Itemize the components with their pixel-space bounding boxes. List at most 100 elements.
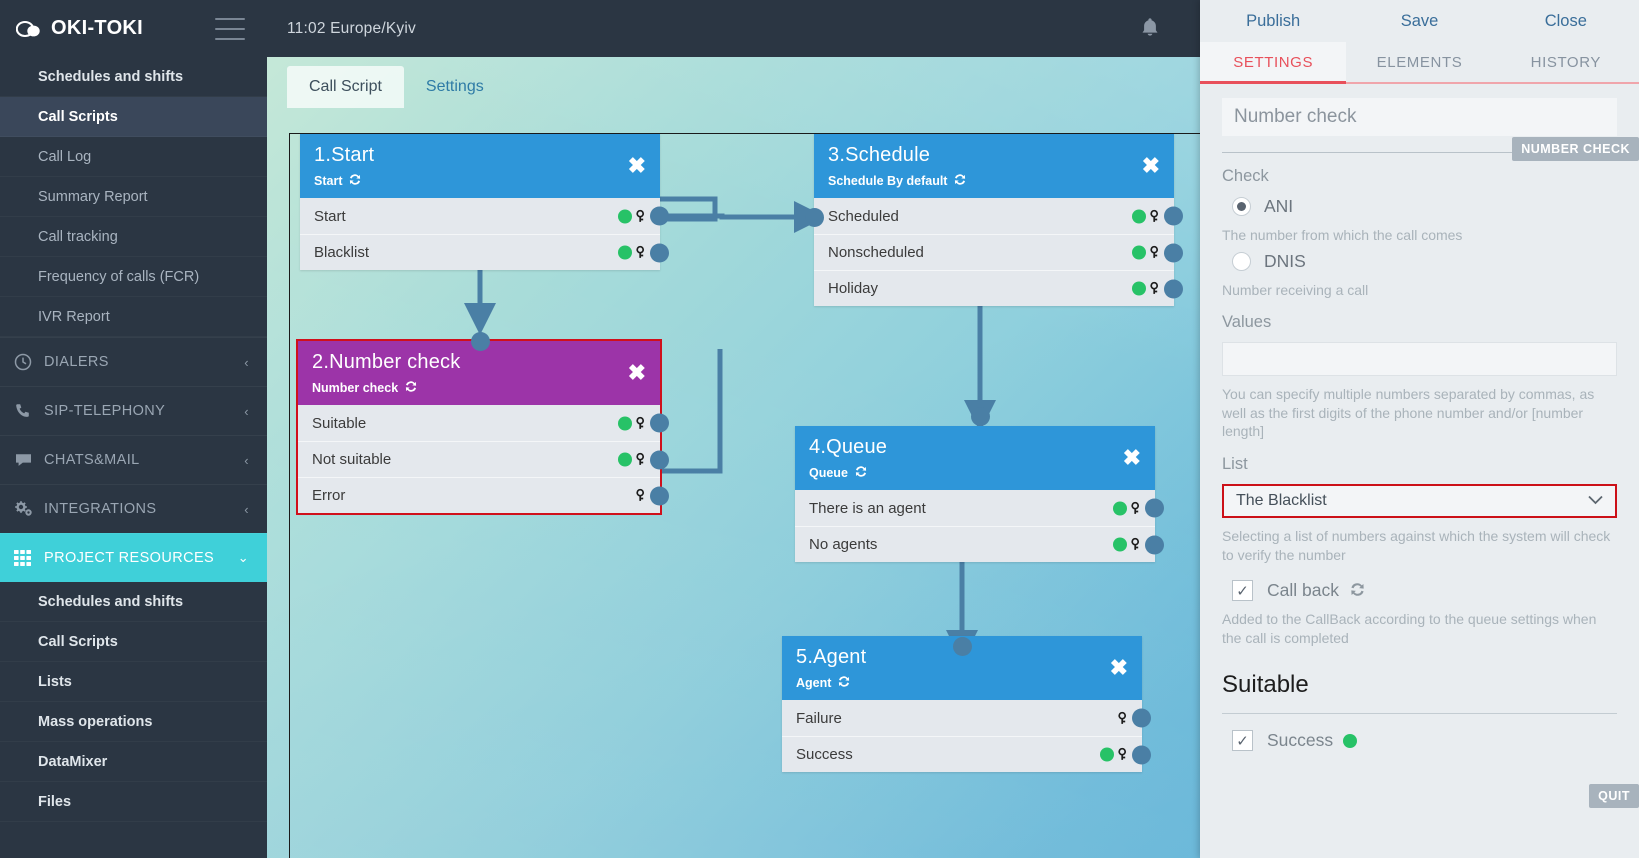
sidebar-group-integrations[interactable]: INTEGRATIONS‹ — [0, 484, 267, 533]
node-row[interactable]: No agents — [795, 526, 1164, 562]
output-port[interactable] — [1132, 745, 1151, 765]
sidebar-item-datamixer[interactable]: DataMixer — [0, 742, 267, 782]
sidebar-item-schedules-and-shifts[interactable]: Schedules and shifts — [0, 582, 267, 622]
values-input[interactable] — [1222, 342, 1617, 377]
panel-tab-history[interactable]: HISTORY — [1530, 53, 1601, 71]
sidebar-group-dialers[interactable]: DIALERS‹ — [0, 337, 267, 386]
output-port[interactable] — [1145, 498, 1164, 518]
sidebar-item-frequency-of-calls-fcr[interactable]: Frequency of calls (FCR) — [0, 257, 267, 297]
element-title-input[interactable] — [1222, 98, 1617, 136]
key-icon[interactable] — [1117, 711, 1129, 725]
key-icon[interactable] — [635, 246, 647, 260]
sidebar-item-call-log[interactable]: Call Log — [0, 137, 267, 177]
input-port-number-check[interactable] — [471, 332, 490, 351]
output-port[interactable] — [1164, 206, 1183, 226]
sidebar-group-project-resources[interactable]: PROJECT RESOURCES⌄ — [0, 533, 267, 582]
close-icon[interactable]: ✖ — [627, 360, 646, 386]
sidebar-item-call-scripts[interactable]: Call Scripts — [0, 97, 267, 137]
output-port[interactable] — [1132, 708, 1151, 728]
input-port-queue[interactable] — [971, 407, 990, 426]
chevron-down-icon[interactable]: ⌄ — [237, 550, 249, 565]
node-row[interactable]: Suitable — [298, 405, 669, 441]
input-port-schedule[interactable] — [805, 208, 824, 227]
radio-dnis-indicator[interactable] — [1232, 251, 1251, 271]
close-button[interactable]: Close — [1544, 11, 1587, 30]
key-icon[interactable] — [1149, 282, 1161, 296]
key-icon[interactable] — [635, 209, 647, 223]
sidebar-item-schedules-and-shifts[interactable]: Schedules and shifts — [0, 57, 267, 97]
panel-tab-settings[interactable]: SETTINGS — [1200, 42, 1347, 84]
node-row[interactable]: There is an agent — [795, 490, 1164, 526]
chevron-left-icon[interactable]: ‹ — [244, 452, 249, 468]
callback-checkbox[interactable]: ✓ — [1232, 580, 1253, 602]
node-row[interactable]: Failure — [782, 700, 1151, 736]
node-row[interactable]: Blacklist — [300, 234, 669, 270]
key-icon[interactable] — [1149, 209, 1161, 223]
sidebar-item-ivr-report[interactable]: IVR Report — [0, 297, 267, 337]
output-port[interactable] — [650, 413, 669, 433]
sidebar-item-lists[interactable]: Lists — [0, 662, 267, 702]
key-icon[interactable] — [1117, 748, 1129, 762]
close-icon[interactable]: ✖ — [1109, 655, 1128, 681]
save-button[interactable]: Save — [1400, 11, 1439, 30]
callback-row[interactable]: ✓ Call back — [1232, 580, 1617, 602]
sidebar-item-call-tracking[interactable]: Call tracking — [0, 217, 267, 257]
sidebar-group-sip-telephony[interactable]: SIP-TELEPHONY‹ — [0, 386, 267, 435]
chevron-left-icon[interactable]: ‹ — [244, 403, 249, 419]
chevron-left-icon[interactable]: ‹ — [244, 354, 249, 370]
sidebar-item-summary-report[interactable]: Summary Report — [0, 177, 267, 217]
publish-button[interactable]: Publish — [1246, 11, 1301, 30]
key-icon[interactable] — [635, 489, 647, 503]
radio-option-ani[interactable]: ANI — [1232, 196, 1617, 217]
notification-bell-icon[interactable] — [1139, 16, 1161, 45]
output-port[interactable] — [1164, 243, 1183, 263]
close-icon[interactable]: ✖ — [1141, 153, 1160, 179]
success-checkbox[interactable]: ✓ — [1232, 730, 1253, 752]
close-icon[interactable]: ✖ — [1122, 445, 1141, 471]
hamburger-icon[interactable] — [215, 18, 245, 40]
sidebar-item-files[interactable]: Files — [0, 782, 267, 822]
tab-settings[interactable]: Settings — [425, 78, 484, 95]
chevron-left-icon[interactable]: ‹ — [244, 501, 249, 517]
key-icon[interactable] — [1130, 538, 1142, 552]
node-row[interactable]: Start — [300, 198, 669, 234]
tab-call-script[interactable]: Call Script — [287, 66, 404, 108]
node-row[interactable]: Not suitable — [298, 441, 669, 477]
output-port[interactable] — [650, 243, 669, 263]
close-icon[interactable]: ✖ — [627, 153, 646, 179]
node-row[interactable]: Scheduled — [814, 198, 1183, 234]
list-select[interactable]: The Blacklist — [1222, 484, 1617, 519]
sidebar-group-chats-mail[interactable]: CHATS&MAIL‹ — [0, 435, 267, 484]
radio-option-dnis[interactable]: DNIS — [1232, 251, 1617, 272]
sidebar-item-call-scripts[interactable]: Call Scripts — [0, 622, 267, 662]
input-port-agent[interactable] — [953, 637, 972, 656]
key-icon[interactable] — [1130, 501, 1142, 515]
output-port[interactable] — [650, 450, 669, 470]
output-port[interactable] — [650, 206, 669, 226]
key-icon[interactable] — [635, 416, 647, 430]
node-row[interactable]: Error — [298, 477, 669, 513]
brand[interactable]: OKI-TOKI — [0, 0, 267, 57]
success-row[interactable]: ✓ Success — [1232, 730, 1617, 752]
key-icon[interactable] — [635, 453, 647, 467]
node-row[interactable]: Holiday — [814, 270, 1183, 306]
radio-ani-indicator[interactable] — [1232, 197, 1251, 216]
panel-tab-elements[interactable]: ELEMENTS — [1376, 53, 1463, 71]
sidebar-item-mass-operations[interactable]: Mass operations — [0, 702, 267, 742]
output-port[interactable] — [1164, 279, 1183, 299]
output-port[interactable] — [650, 486, 669, 506]
key-icon[interactable] — [1149, 246, 1161, 260]
chevron-down-icon[interactable] — [1588, 492, 1603, 508]
node-row[interactable]: Nonscheduled — [814, 234, 1183, 270]
output-port[interactable] — [1145, 535, 1164, 555]
node-row[interactable]: Success — [782, 736, 1151, 772]
